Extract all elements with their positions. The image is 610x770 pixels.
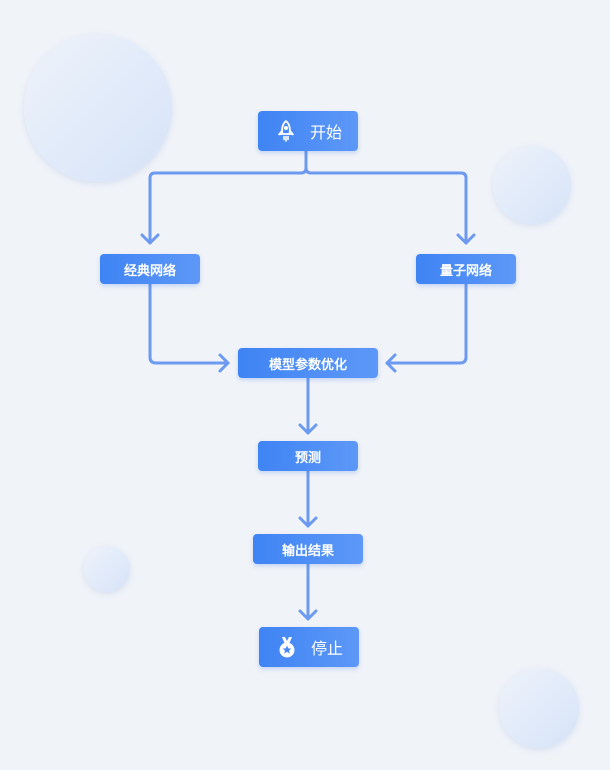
classical-network-label: 经典网络	[123, 263, 176, 279]
medal-icon	[275, 635, 299, 659]
stop-node[interactable]: 停止	[259, 627, 359, 667]
predict-label: 预测	[294, 450, 321, 466]
output-label: 输出结果	[281, 543, 334, 559]
rocket-icon	[274, 119, 298, 143]
model-optimization-node[interactable]: 模型参数优化	[238, 348, 378, 378]
quantum-network-node[interactable]: 量子网络	[416, 254, 516, 284]
predict-node[interactable]: 预测	[258, 441, 358, 471]
decorative-bubble-bottom	[499, 668, 579, 748]
decorative-bubble-small	[84, 546, 130, 592]
edge-start-to-classical	[140, 149, 308, 245]
classical-network-node[interactable]: 经典网络	[100, 254, 200, 284]
start-node[interactable]: 开始	[258, 111, 358, 151]
start-node-label: 开始	[309, 123, 342, 142]
stop-node-label: 停止	[310, 639, 343, 658]
model-optimization-label: 模型参数优化	[268, 357, 347, 373]
edge-classical-to-optimize	[148, 282, 230, 373]
edge-quantum-to-optimize	[385, 282, 468, 373]
quantum-network-label: 量子网络	[439, 263, 492, 279]
decorative-bubble-right	[493, 146, 571, 224]
edge-optimize-to-predict	[298, 376, 318, 435]
edge-output-to-stop	[298, 562, 318, 621]
edge-predict-to-output	[298, 469, 318, 528]
decorative-bubble-large	[24, 34, 172, 182]
edge-start-to-quantum	[304, 166, 476, 245]
output-node[interactable]: 输出结果	[253, 534, 363, 564]
